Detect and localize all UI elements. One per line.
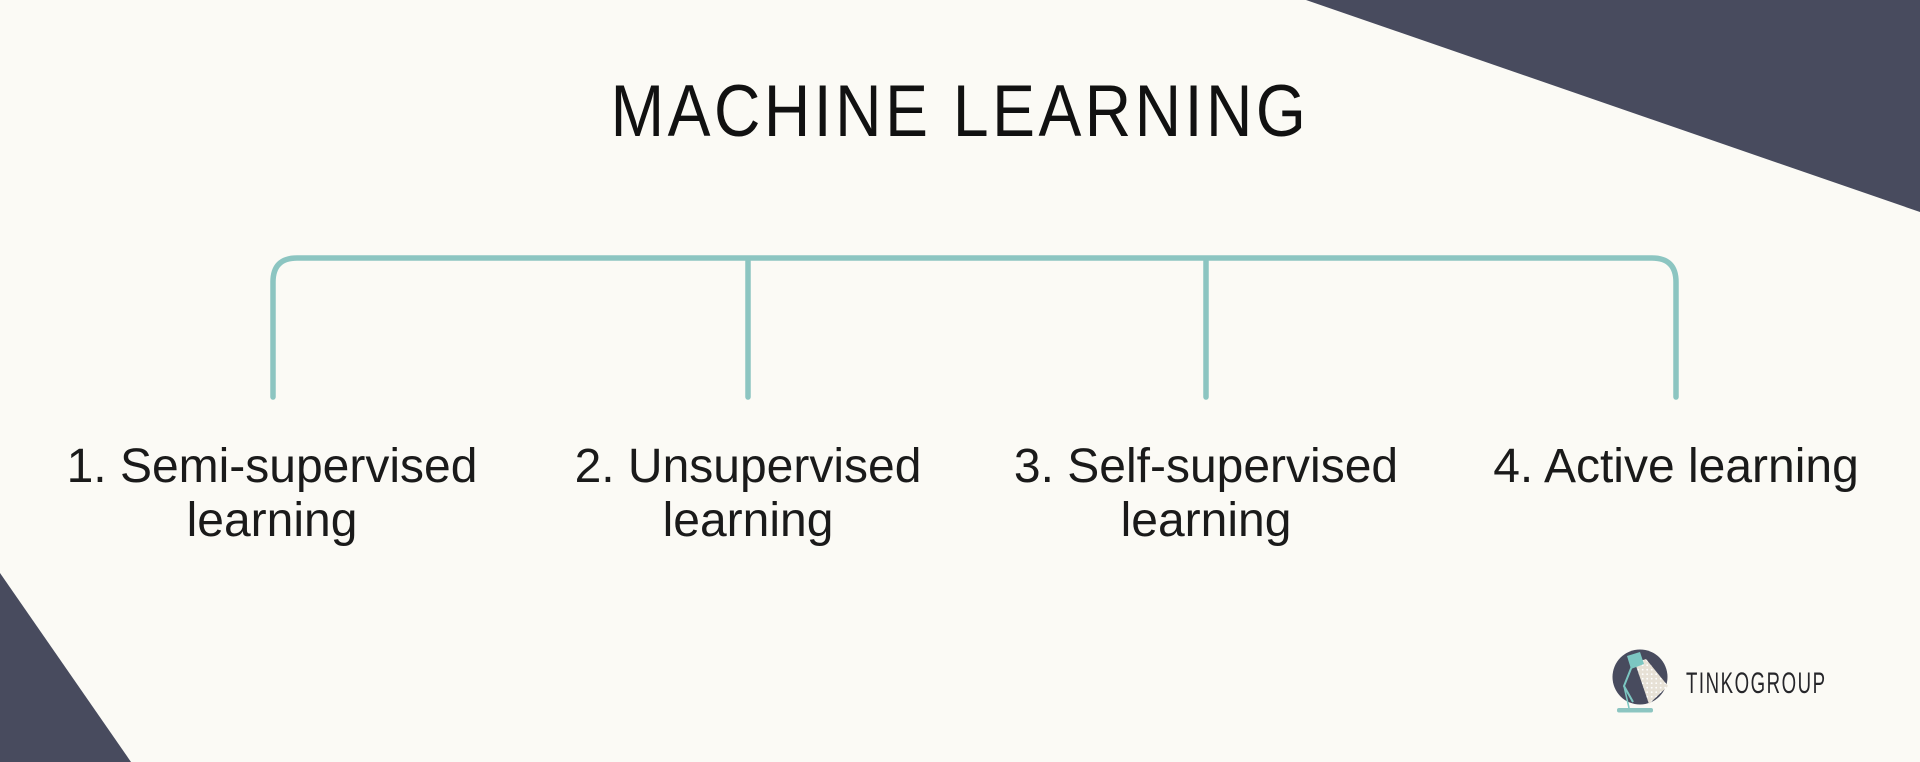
branch-label-line: 3. Self-supervised <box>1013 440 1399 493</box>
branch-label-unsupervised: 2. Unsupervised learning <box>508 440 988 548</box>
bracket-outline <box>270 255 1679 400</box>
branch-label-line: 4. Active learning <box>1493 440 1859 493</box>
branch-label-line: 1. Semi-supervised <box>66 440 478 493</box>
branch-label-line: learning <box>662 494 834 547</box>
corner-triangle-bottom-left <box>0 573 131 762</box>
branch-label-line: 2. Unsupervised <box>574 440 922 493</box>
branch-label-line: learning <box>186 494 358 547</box>
branch-label-line: learning <box>1120 494 1292 547</box>
tinkogroup-wordmark: TINKOGROUP <box>1686 667 1827 700</box>
page-title: MACHINE LEARNING <box>610 71 1310 152</box>
tinkogroup-lamp-icon <box>1612 649 1668 713</box>
tinkogroup-logo: TINKOGROUP <box>1610 646 1920 736</box>
branch-label-self-supervised: 3. Self-supervised learning <box>966 440 1446 548</box>
branch-label-active-learning: 4. Active learning <box>1436 440 1916 494</box>
branch-label-semi-supervised: 1. Semi-supervised learning <box>32 440 512 548</box>
